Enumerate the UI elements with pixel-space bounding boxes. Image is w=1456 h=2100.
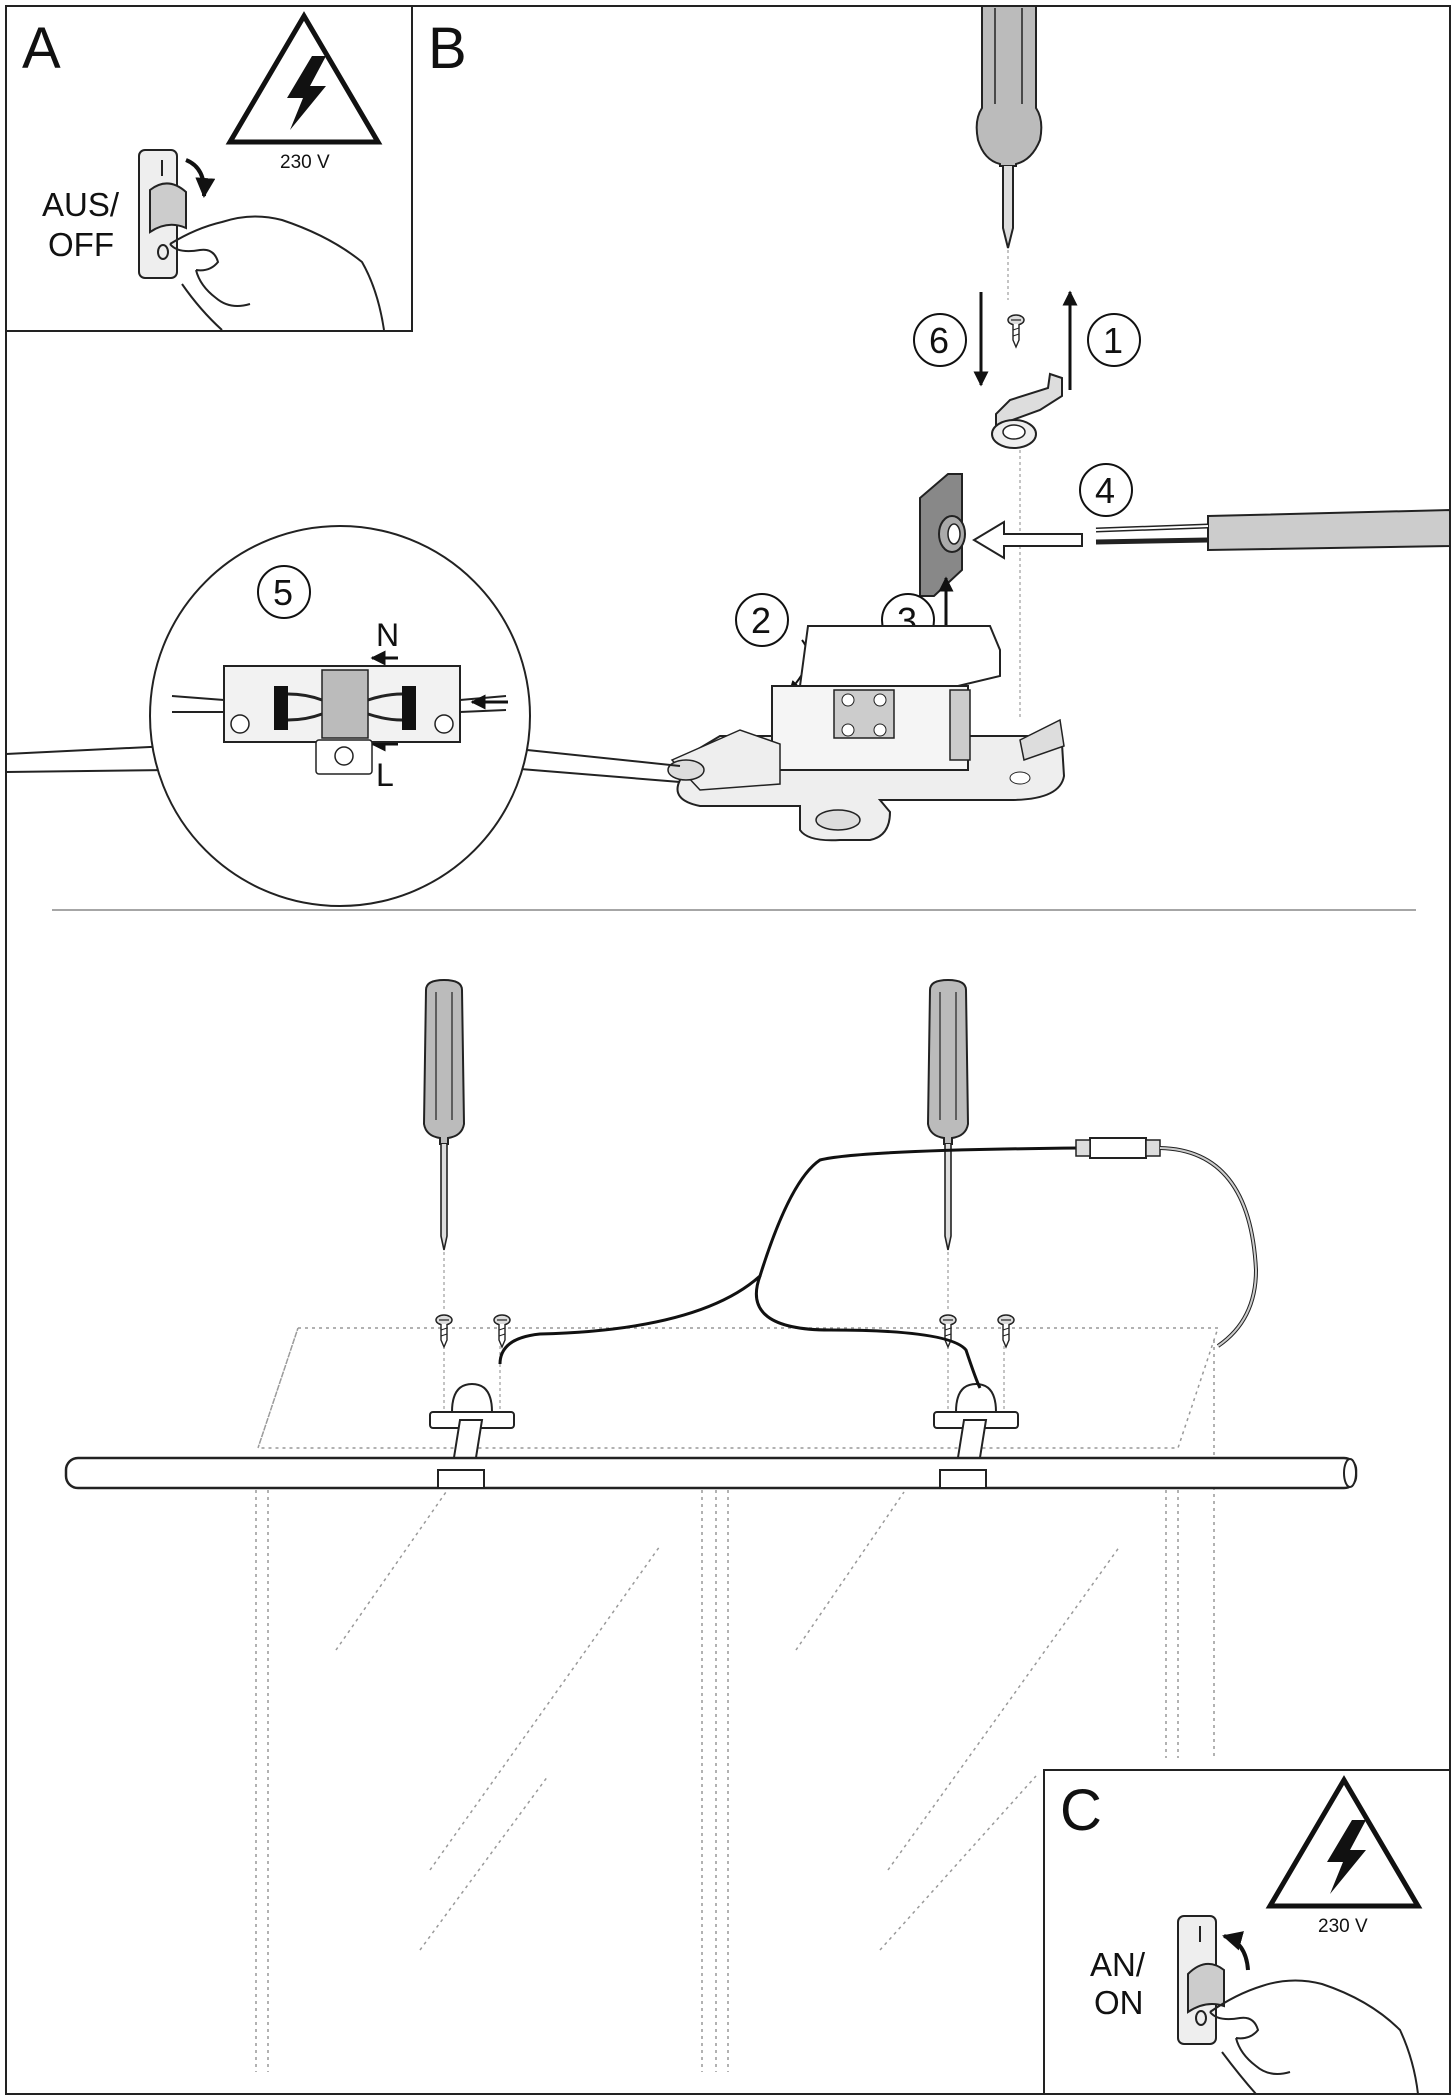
- panel-a-switch-label-1: AUS/: [42, 186, 120, 223]
- panel-c-letter: C: [1060, 1778, 1102, 1843]
- screw-icon: [1007, 314, 1025, 348]
- panel-c: C 230 V AN/ ON: [1043, 1769, 1451, 2095]
- wall-switch-icon: [138, 149, 216, 279]
- panel-a: A 230 V AUS/ OFF: [5, 5, 413, 332]
- step-4-label: 4: [1095, 470, 1115, 511]
- light-cable: [498, 1146, 1081, 1365]
- lamp-cable: [5, 745, 681, 783]
- step-1-badge: 1: [1087, 313, 1141, 367]
- live-label: L: [376, 757, 394, 793]
- panel-b-letter: B: [428, 16, 467, 81]
- switch-off-arrow-icon: [185, 158, 216, 198]
- junction-box: [667, 625, 1066, 842]
- panel-b: B 6 1: [5, 5, 1451, 907]
- step-5-label: 5: [273, 572, 293, 613]
- inline-connector: [1075, 1137, 1161, 1159]
- screwdriver-icon: [926, 978, 970, 1251]
- step-2-label: 2: [751, 600, 771, 641]
- panel-a-voltage: 230 V: [280, 152, 330, 173]
- high-voltage-warning-icon: [1265, 1775, 1423, 1909]
- step-1-label: 1: [1103, 320, 1123, 361]
- panel-c-voltage: 230 V: [1318, 1916, 1368, 1937]
- panel-a-letter: A: [22, 16, 61, 81]
- page-frame: [5, 5, 1451, 2095]
- panel-a-switch-label-2: OFF: [48, 226, 114, 263]
- insert-arrow-icon: [972, 520, 1083, 560]
- high-voltage-warning-icon: [225, 11, 383, 145]
- step-5-badge: 5: [257, 565, 311, 619]
- neutral-label: N: [376, 617, 399, 653]
- strain-relief-clamp: [991, 372, 1063, 449]
- panel-c-switch-label-1: AN/: [1090, 1946, 1146, 1983]
- led-light-bar: [64, 1456, 1358, 1490]
- panel-c-switch-label-2: ON: [1094, 1984, 1144, 2021]
- step-4-badge: 4: [1079, 463, 1133, 517]
- step-2-badge: 2: [735, 593, 789, 647]
- screw-icon: [997, 1314, 1015, 1348]
- cable-grommet: [919, 473, 966, 597]
- mounting-bracket: [429, 1382, 515, 1471]
- screwdriver-icon: [422, 978, 466, 1251]
- hand-icon: [169, 215, 385, 331]
- step-6-badge: 6: [913, 313, 967, 367]
- hand-icon: [1209, 1979, 1419, 2095]
- screw-icon: [435, 1314, 453, 1348]
- mains-cable: [1095, 508, 1451, 552]
- switch-on-arrow-icon: [1222, 1931, 1250, 1971]
- step-6-label: 6: [929, 320, 949, 361]
- wall-switch-icon: [1177, 1915, 1250, 2045]
- screwdriver-icon: [975, 5, 1043, 249]
- installation-view: [64, 978, 1358, 2072]
- wiring-detail-circle: 5 N L: [149, 525, 531, 907]
- screw-icon: [493, 1314, 511, 1348]
